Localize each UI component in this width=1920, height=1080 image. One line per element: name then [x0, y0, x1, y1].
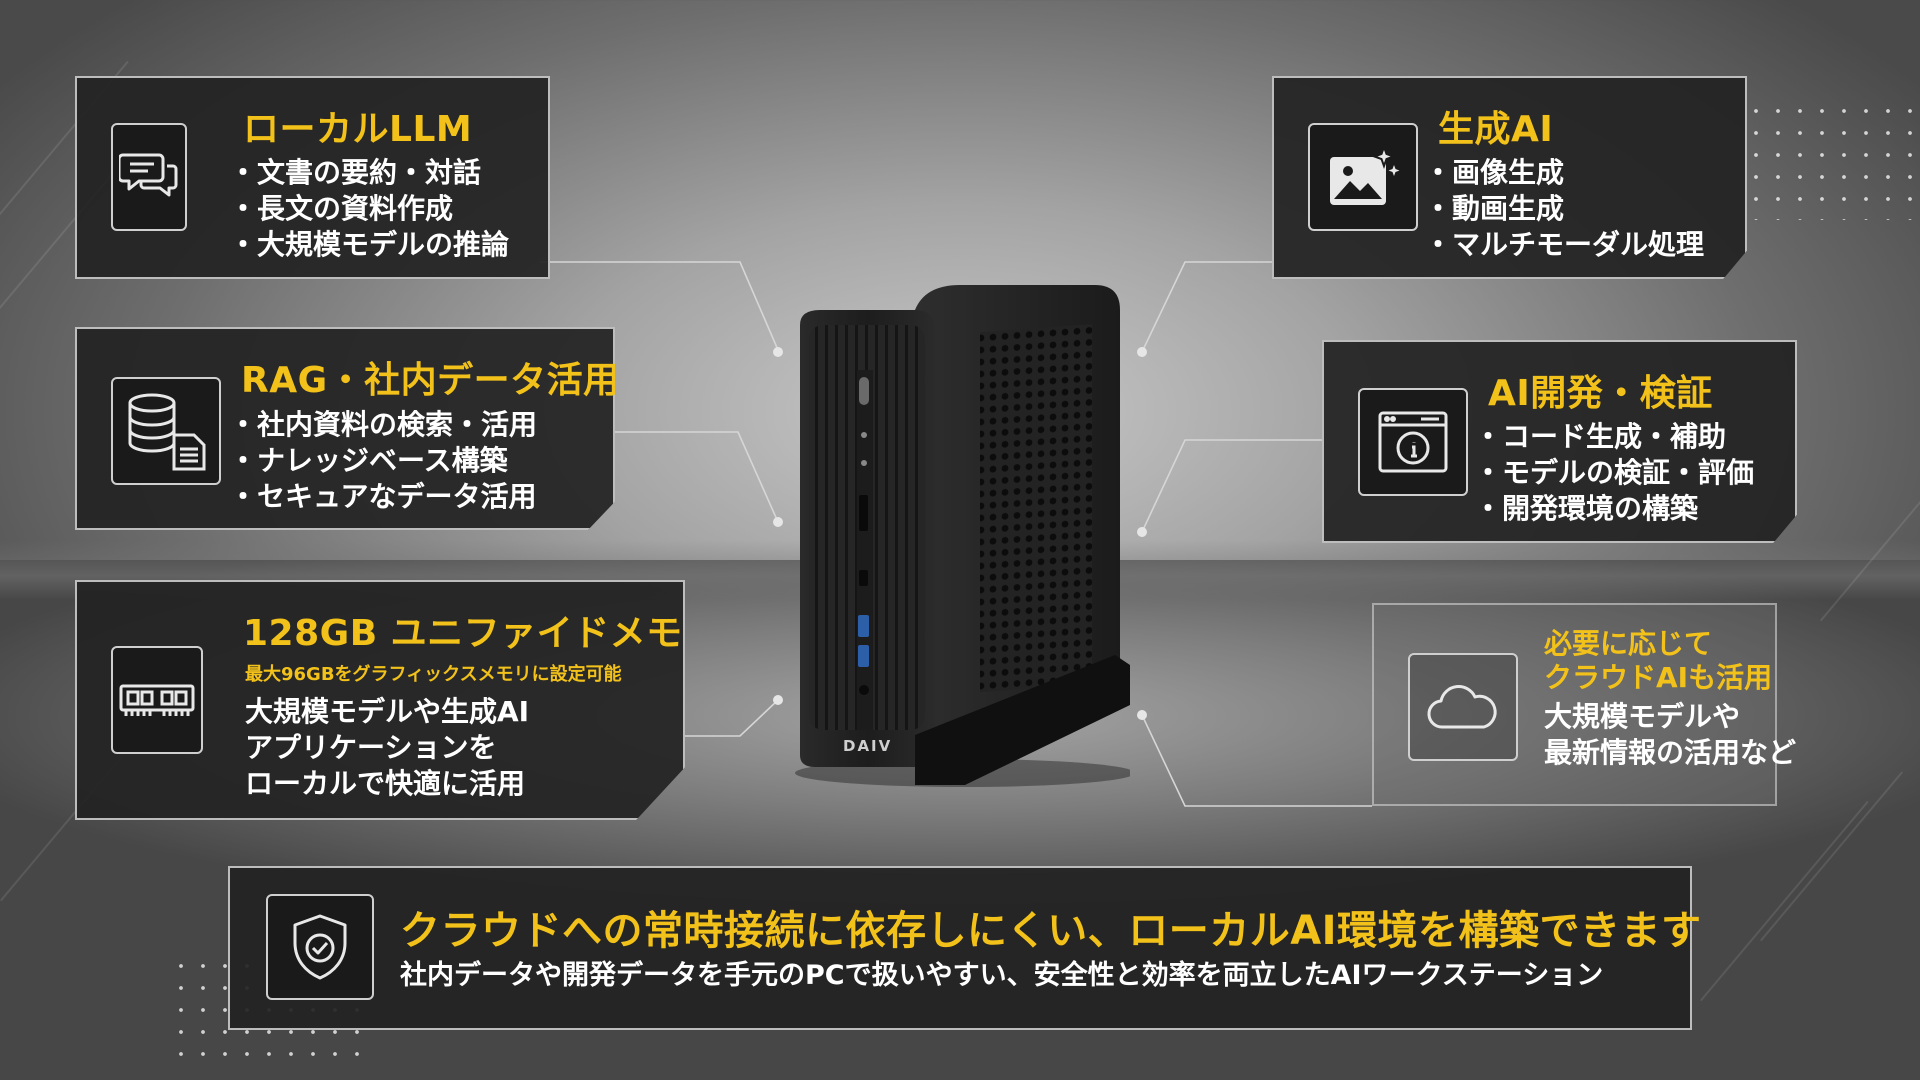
body-line: 最新情報の活用など — [1544, 736, 1797, 769]
list-item: セキュアなデータ活用 — [229, 479, 537, 515]
card-local-llm: ローカルLLM 文書の要約・対話 長文の資料作成 大規模モデルの推論 — [75, 76, 550, 279]
chat-bubbles-icon — [111, 123, 187, 231]
card-title: 128GB ユニファイドメモリ — [243, 613, 720, 654]
card-rag: RAG・社内データ活用 社内資料の検索・活用 ナレッジベース構築 セキュアなデー… — [75, 327, 615, 530]
list-item: ナレッジベース構築 — [229, 443, 537, 479]
list-item: 長文の資料作成 — [229, 191, 509, 227]
card-list: 社内資料の検索・活用 ナレッジベース構築 セキュアなデータ活用 — [229, 407, 537, 515]
body-line: 大規模モデルや生成AI — [245, 695, 530, 728]
brand-mark: DAIV — [843, 737, 892, 755]
list-item: コード生成・補助 — [1474, 419, 1754, 455]
card-title: ローカルLLM — [243, 109, 473, 150]
banner-headline: クラウドへの常時接続に依存しにくい、ローカルAI環境を構築できます — [400, 908, 1702, 954]
dot-grid-decoration — [1745, 100, 1920, 220]
card-list: 画像生成 動画生成 マルチモーダル処理 — [1424, 155, 1704, 263]
card-body: 大規模モデルや 最新情報の活用など — [1544, 699, 1796, 771]
list-item: 社内資料の検索・活用 — [229, 407, 537, 443]
list-item: 動画生成 — [1424, 191, 1704, 227]
card-generative-ai: 生成AI 画像生成 動画生成 マルチモーダル処理 — [1272, 76, 1747, 279]
shield-check-icon — [266, 894, 374, 1000]
card-title: 必要に応じて クラウドAIも活用 — [1544, 627, 1772, 695]
list-item: 画像生成 — [1424, 155, 1704, 191]
list-item: モデルの検証・評価 — [1474, 455, 1754, 491]
card-cloud: 必要に応じて クラウドAIも活用 大規模モデルや 最新情報の活用など — [1372, 603, 1796, 806]
card-memory: 128GB ユニファイドメモリ 最大96GBをグラフィックスメモリに設定可能 大… — [75, 580, 685, 820]
browser-info-icon — [1358, 388, 1468, 496]
card-title: 生成AI — [1438, 109, 1554, 150]
list-item: マルチモーダル処理 — [1424, 227, 1704, 263]
body-line: 大規模モデルや — [1544, 700, 1741, 733]
card-body: 大規模モデルや生成AI アプリケーションを ローカルで快適に活用 — [245, 694, 529, 802]
list-item: 大規模モデルの推論 — [229, 227, 509, 263]
list-item: 開発環境の構築 — [1474, 491, 1754, 527]
card-note: 最大96GBをグラフィックスメモリに設定可能 — [245, 664, 622, 685]
title-line: 必要に応じて — [1544, 627, 1713, 660]
card-list: コード生成・補助 モデルの検証・評価 開発環境の構築 — [1474, 419, 1754, 527]
database-document-icon — [111, 377, 221, 485]
banner-subline: 社内データや開発データを手元のPCで扱いやすい、安全性と効率を両立したAIワーク… — [400, 960, 1604, 991]
summary-banner: クラウドへの常時接続に依存しにくい、ローカルAI環境を構築できます 社内データや… — [228, 866, 1701, 1030]
title-line: クラウドAIも活用 — [1544, 661, 1773, 694]
card-ai-development: AI開発・検証 コード生成・補助 モデルの検証・評価 開発環境の構築 — [1322, 340, 1797, 543]
card-title: RAG・社内データ活用 — [241, 360, 620, 401]
product-pc-image: DAIV — [795, 285, 1135, 790]
memory-module-icon — [111, 646, 203, 754]
list-item: 文書の要約・対話 — [229, 155, 509, 191]
card-list: 文書の要約・対話 長文の資料作成 大規模モデルの推論 — [229, 155, 509, 263]
cloud-icon — [1408, 653, 1518, 761]
card-title: AI開発・検証 — [1488, 373, 1713, 414]
body-line: ローカルで快適に活用 — [245, 767, 526, 800]
image-sparkle-icon — [1308, 123, 1418, 231]
body-line: アプリケーションを — [245, 731, 497, 764]
